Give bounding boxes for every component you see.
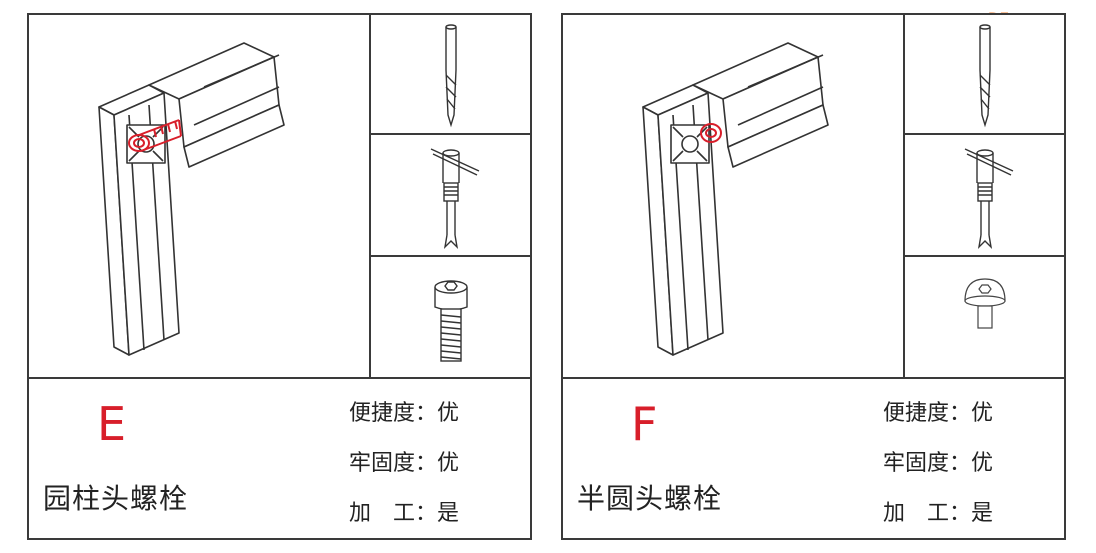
property-value: 优 bbox=[437, 451, 460, 476]
property-row: 加 工：是 bbox=[349, 501, 460, 526]
property-list: 便捷度：优 牢固度：优 加 工：是 bbox=[349, 403, 459, 553]
property-label: 加 工 bbox=[349, 501, 416, 526]
property-label: 加 工 bbox=[883, 501, 950, 526]
drill-bit-cell bbox=[371, 15, 532, 133]
panel-f: F 半圆头螺栓 便捷度：优 牢固度：优 加 工：是 bbox=[561, 13, 1066, 540]
property-label: 便捷度 bbox=[883, 401, 950, 426]
drill-bit-icon bbox=[979, 24, 991, 128]
aluminum-profile-illustration bbox=[563, 15, 903, 377]
property-label: 便捷度 bbox=[349, 401, 416, 426]
tap-tool-cell bbox=[905, 135, 1066, 255]
button-head-screw-icon bbox=[964, 278, 1006, 329]
property-list: 便捷度：优 牢固度：优 加 工：是 bbox=[883, 403, 993, 553]
drill-bit-icon bbox=[445, 24, 457, 128]
corner-joint-drawing bbox=[98, 42, 285, 356]
property-row: 加 工：是 bbox=[883, 501, 994, 526]
socket-head-cap-screw-icon bbox=[434, 280, 468, 362]
property-value: 优 bbox=[971, 401, 994, 426]
property-value: 是 bbox=[971, 501, 994, 526]
tap-wrench-icon bbox=[964, 148, 1014, 250]
bolt-type-name: 园柱头螺栓 bbox=[43, 482, 189, 515]
button-screw-cell bbox=[905, 257, 1066, 377]
property-value: 是 bbox=[437, 501, 460, 526]
property-row: 便捷度：优 bbox=[883, 401, 994, 426]
property-value: 优 bbox=[971, 451, 994, 476]
tap-wrench-icon bbox=[430, 148, 480, 250]
divider-cell bbox=[903, 255, 1066, 257]
divider-vertical bbox=[369, 15, 371, 377]
divider-cell bbox=[903, 133, 1066, 135]
property-value: 优 bbox=[437, 401, 460, 426]
option-letter: F bbox=[631, 397, 658, 451]
cap-screw-cell bbox=[371, 257, 532, 377]
divider-cell bbox=[369, 255, 532, 257]
divider-cell bbox=[369, 133, 532, 135]
property-row: 牢固度：优 bbox=[349, 451, 460, 476]
corner-joint-drawing bbox=[642, 42, 829, 356]
property-label: 牢固度 bbox=[883, 451, 950, 476]
property-row: 牢固度：优 bbox=[883, 451, 994, 476]
panel-e: E 园柱头螺栓 便捷度：优 牢固度：优 加 工：是 bbox=[27, 13, 532, 540]
bolt-type-name: 半圆头螺栓 bbox=[577, 482, 723, 515]
aluminum-profile-illustration bbox=[29, 15, 369, 377]
property-row: 便捷度：优 bbox=[349, 401, 460, 426]
divider-horizontal bbox=[29, 377, 530, 379]
property-label: 牢固度 bbox=[349, 451, 416, 476]
drill-bit-cell bbox=[905, 15, 1066, 133]
option-letter: E bbox=[97, 397, 127, 451]
divider-horizontal bbox=[563, 377, 1064, 379]
divider-vertical bbox=[903, 15, 905, 377]
tap-tool-cell bbox=[371, 135, 532, 255]
